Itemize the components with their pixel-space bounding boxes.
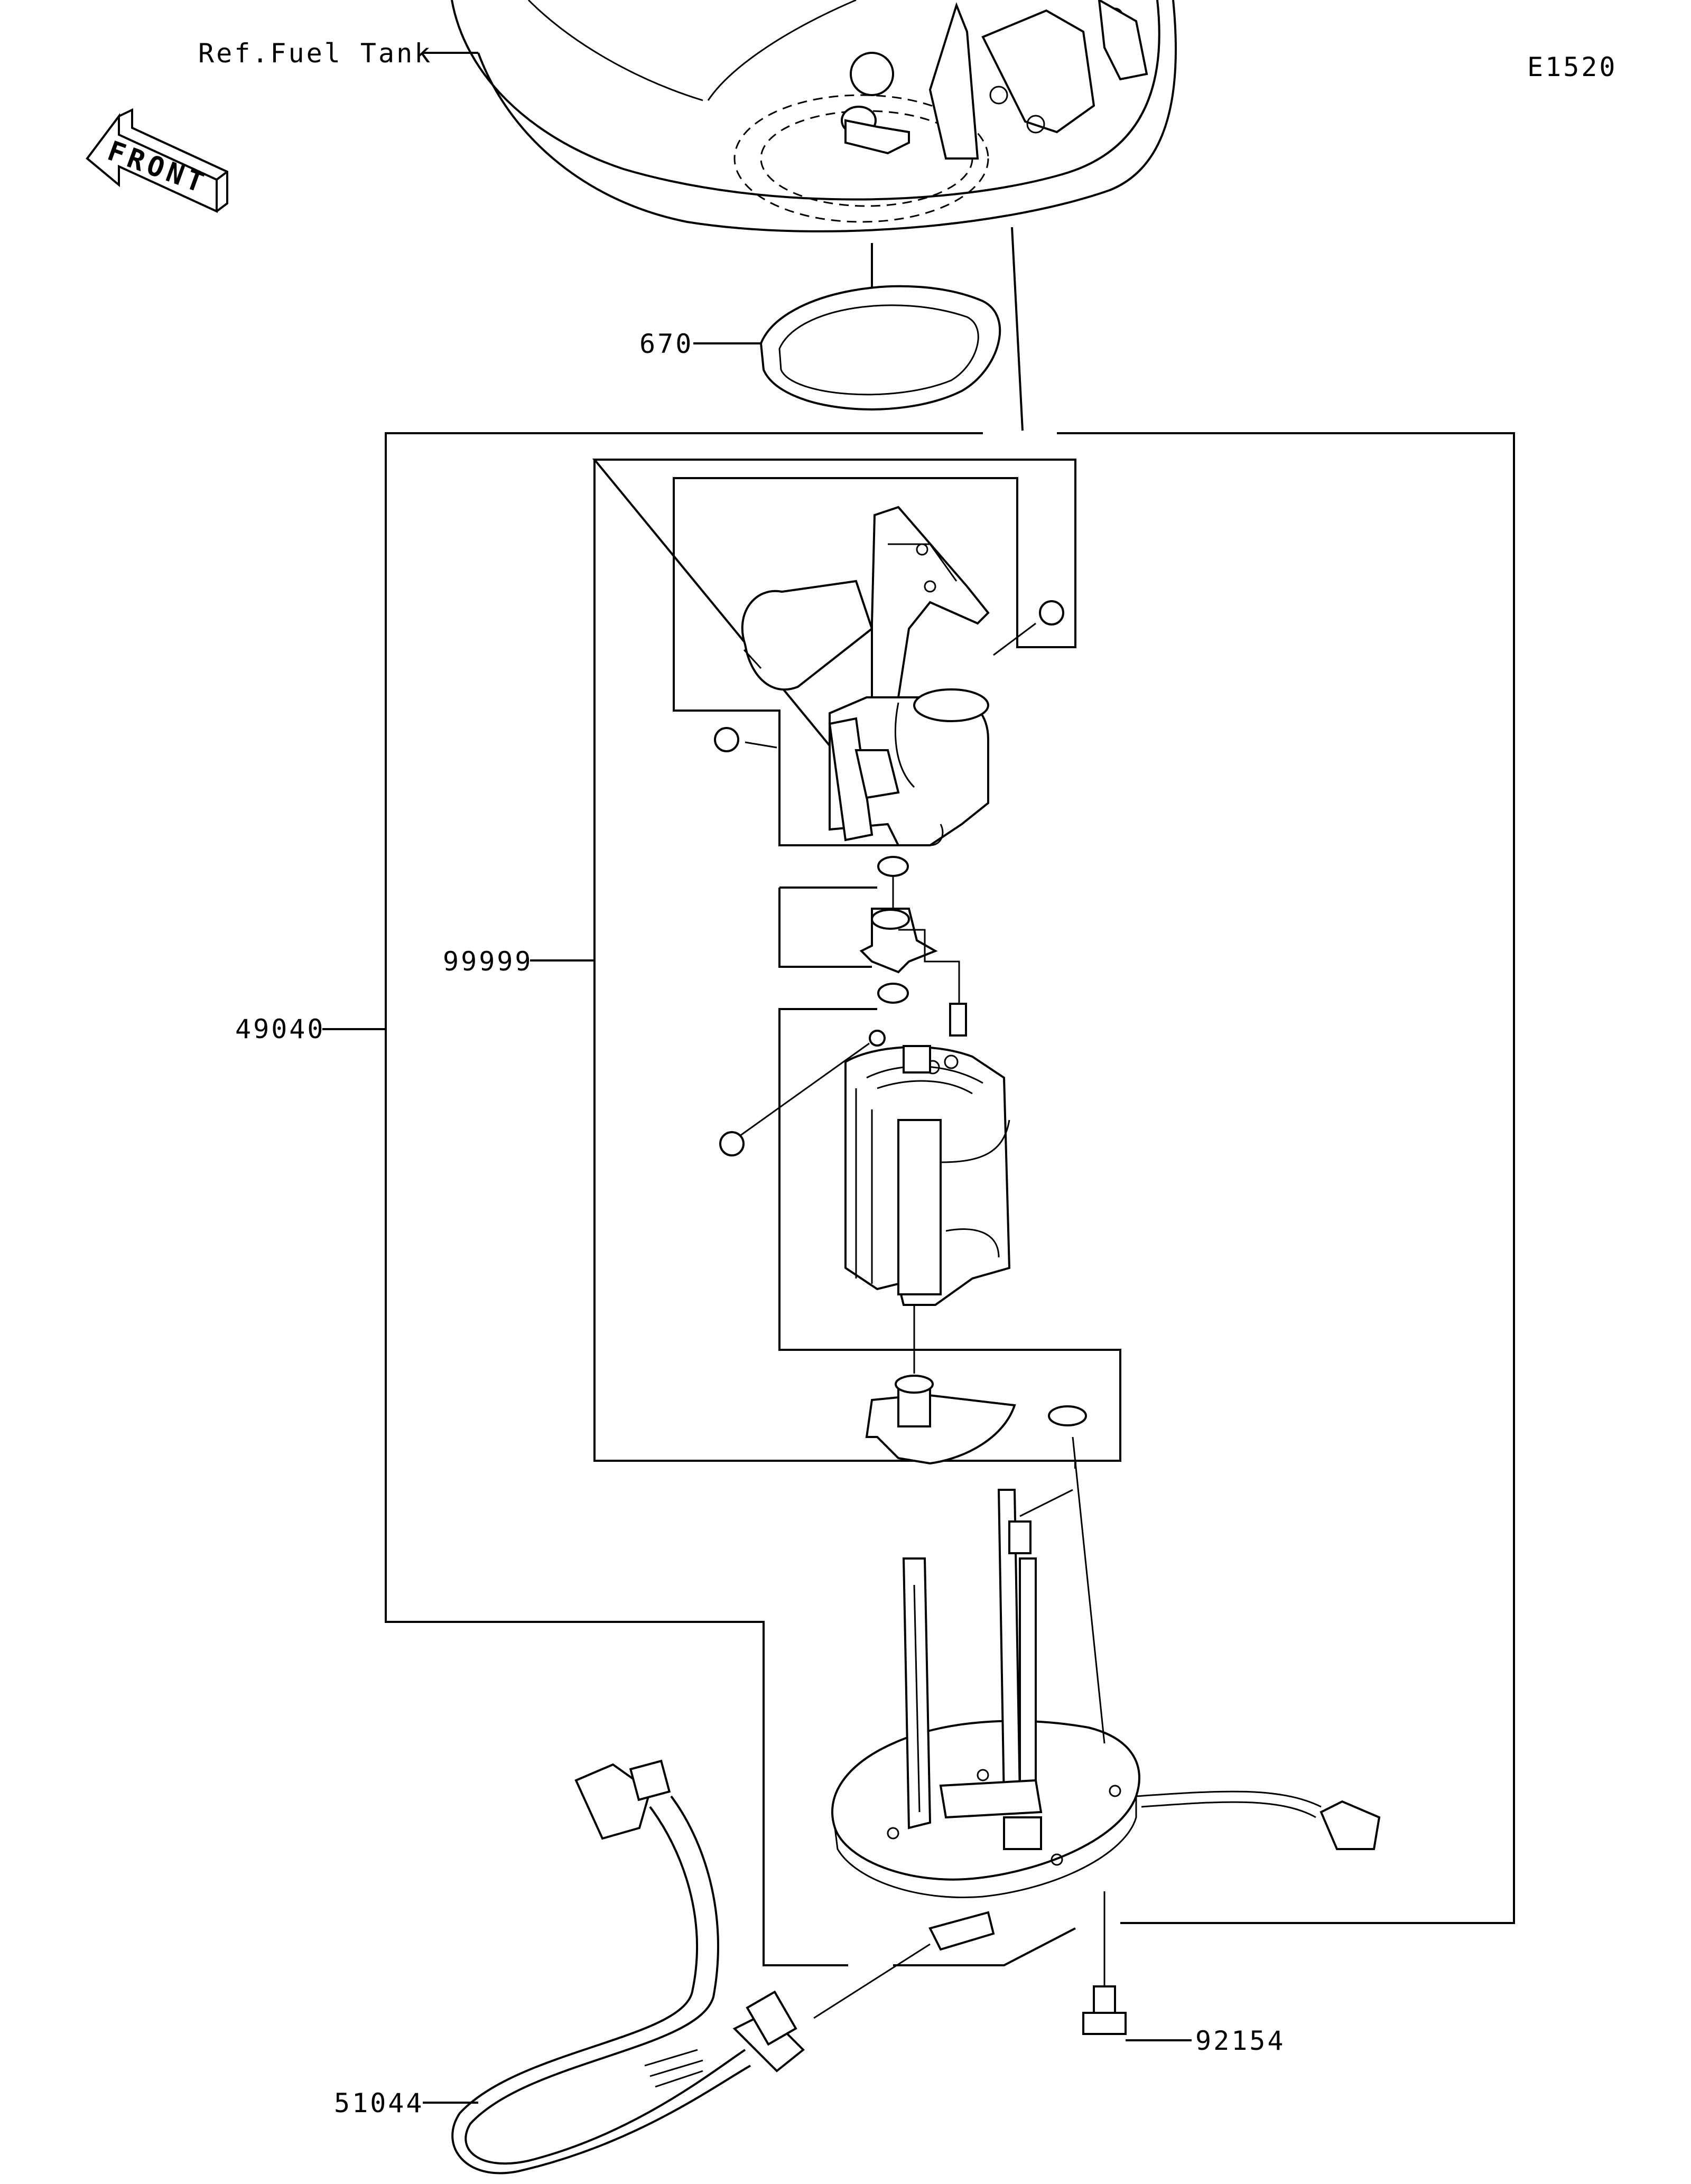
- front-arrow-icon: FRONT: [86, 108, 228, 213]
- fuel-pump-body: [719, 1030, 1011, 1306]
- callout-670: 670: [639, 329, 693, 359]
- diagram-code: E1520: [1527, 52, 1618, 82]
- pump-mounting-plate: [831, 1436, 1381, 1899]
- pump-motor-assembly: [714, 506, 1064, 846]
- callout-49040: 49040: [235, 1014, 326, 1044]
- bolt-92154: [1082, 1891, 1127, 2035]
- bracket-49040-right: [1057, 432, 1515, 1924]
- fuel-tank-drawing: [451, 0, 1177, 431]
- callout-51044: 51044: [334, 2088, 424, 2118]
- pressure-regulator: [859, 856, 967, 1037]
- callout-99999: 99999: [443, 946, 533, 977]
- fuel-filter: [865, 1305, 1087, 1465]
- bracket-99999: [592, 459, 1076, 846]
- bracket-49040: [385, 432, 983, 1966]
- gasket-670: [759, 285, 1001, 410]
- callout-92154: 92154: [1195, 2026, 1286, 2056]
- ref-fuel-tank-label: Ref.Fuel Tank: [198, 38, 432, 69]
- front-label: FRONT: [104, 135, 212, 201]
- fuel-hose-51044: [451, 1759, 995, 2174]
